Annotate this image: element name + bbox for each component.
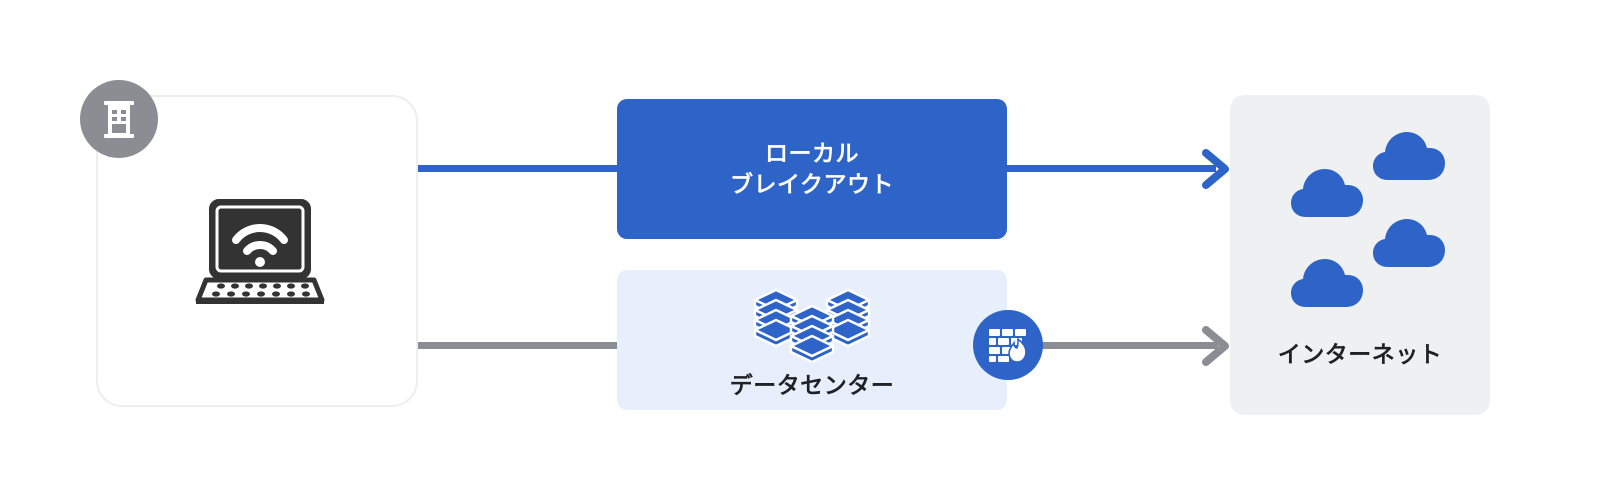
connector-breakout-to-internet (1004, 165, 1216, 172)
internet-label: インターネット (1277, 341, 1443, 367)
local-breakout-label-line1: ローカル (765, 139, 859, 166)
cloud-icon (1372, 130, 1446, 182)
datacenter-box[interactable]: データセンター (617, 270, 1007, 410)
cloud-icon (1290, 257, 1364, 309)
building-badge (80, 80, 158, 158)
internet-box[interactable]: インターネット (1230, 95, 1490, 415)
connector-office-to-datacenter (418, 342, 620, 349)
firewall-brick-flame-icon (987, 327, 1029, 363)
connector-office-to-breakout (418, 165, 620, 172)
arrowhead-gray-icon (1201, 325, 1235, 367)
building-icon (99, 98, 139, 140)
local-breakout-box[interactable]: ローカル ブレイクアウト (617, 99, 1007, 239)
cloud-icon (1290, 167, 1364, 219)
server-stack-icon (749, 286, 875, 362)
connector-firewall-to-internet (1040, 342, 1218, 349)
laptop-wifi-icon (192, 196, 328, 308)
cloud-icon (1372, 217, 1446, 269)
firewall-badge[interactable] (973, 310, 1043, 380)
arrowhead-blue-icon (1201, 148, 1235, 190)
local-breakout-label-line2: ブレイクアウト (729, 171, 895, 197)
datacenter-label: データセンター (729, 372, 895, 398)
